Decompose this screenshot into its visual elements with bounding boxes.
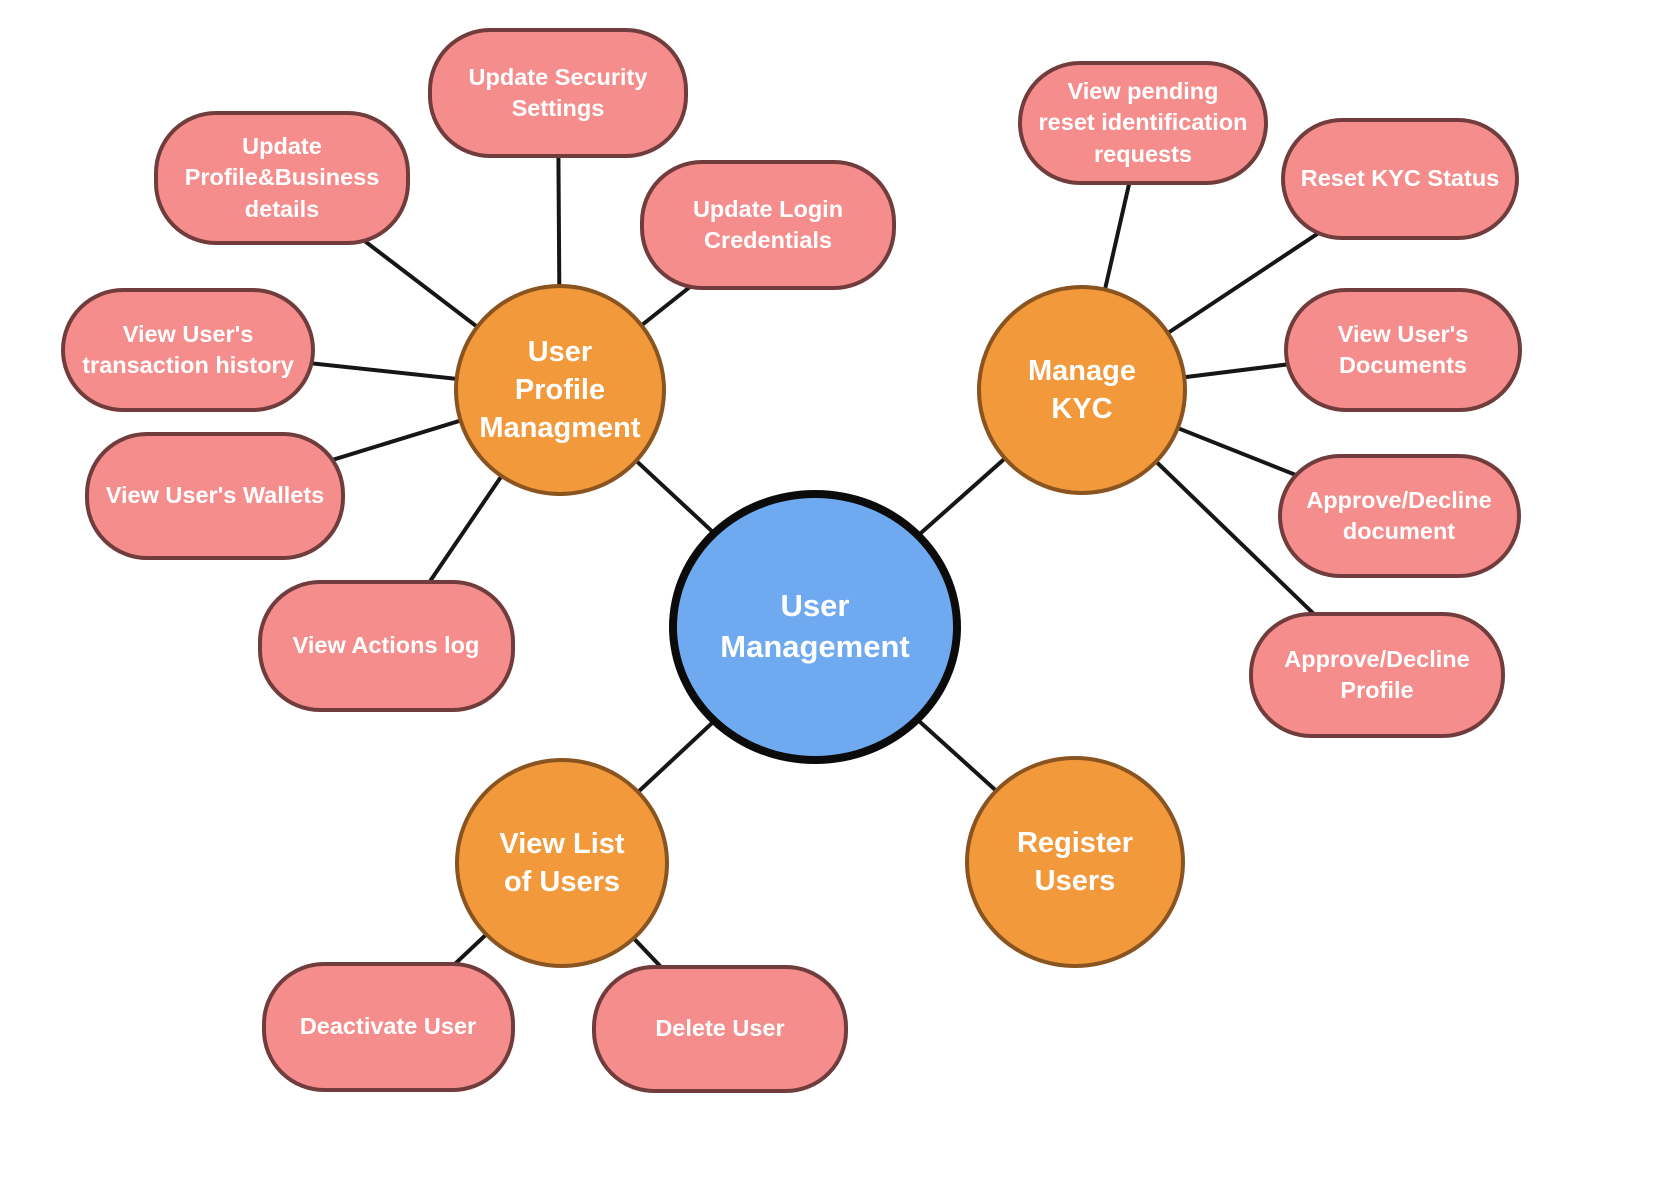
node-label-reset-kyc-status: Reset KYC Status: [1300, 165, 1500, 192]
node-label-view-list-of-users: View List of Users: [499, 827, 625, 898]
node-label-user-profile-managment: User Profile Managment: [479, 335, 641, 445]
node-approve-decline-document: Approve/Decline document: [1277, 454, 1521, 578]
node-label-view-users-transaction-history: View User's transaction history: [82, 320, 294, 378]
node-view-pending-reset-identification-requests: View pending reset identification reques…: [1018, 61, 1268, 185]
node-label-approve-decline-profile: Approve/Decline Profile: [1284, 645, 1470, 703]
node-label-update-profile-business-details: Update Profile&Business details: [184, 133, 380, 222]
node-label-update-security-settings: Update Security Settings: [468, 63, 648, 121]
node-update-profile-business-details: Update Profile&Business details: [154, 111, 410, 245]
node-register-users: Register Users: [965, 756, 1185, 968]
node-view-users-documents: View User's Documents: [1284, 288, 1522, 412]
node-approve-decline-profile: Approve/Decline Profile: [1249, 612, 1505, 738]
node-user-management: User Management: [669, 490, 961, 764]
node-label-view-users-wallets: View User's Wallets: [105, 482, 325, 509]
node-user-profile-managment: User Profile Managment: [454, 284, 666, 496]
node-reset-kyc-status: Reset KYC Status: [1281, 118, 1519, 240]
node-label-delete-user: Delete User: [655, 1015, 785, 1042]
node-label-view-users-documents: View User's Documents: [1337, 320, 1469, 378]
node-label-user-management: User Management: [720, 588, 910, 664]
node-update-security-settings: Update Security Settings: [428, 28, 688, 158]
node-view-users-wallets: View User's Wallets: [85, 432, 345, 560]
node-update-login-credentials: Update Login Credentials: [640, 160, 896, 290]
node-label-deactivate-user: Deactivate User: [299, 1013, 477, 1040]
node-label-approve-decline-document: Approve/Decline document: [1306, 486, 1492, 544]
node-delete-user: Delete User: [592, 965, 848, 1093]
node-label-view-pending-reset-identification-requests: View pending reset identification reques…: [1038, 78, 1248, 167]
node-manage-kyc: Manage KYC: [977, 285, 1187, 495]
node-label-view-actions-log: View Actions log: [292, 632, 480, 659]
node-label-manage-kyc: Manage KYC: [1028, 354, 1136, 425]
node-label-update-login-credentials: Update Login Credentials: [692, 195, 844, 253]
node-view-users-transaction-history: View User's transaction history: [61, 288, 315, 412]
node-label-register-users: Register Users: [1016, 826, 1134, 897]
node-view-list-of-users: View List of Users: [455, 758, 669, 968]
node-view-actions-log: View Actions log: [257, 580, 515, 712]
node-deactivate-user: Deactivate User: [261, 962, 515, 1092]
